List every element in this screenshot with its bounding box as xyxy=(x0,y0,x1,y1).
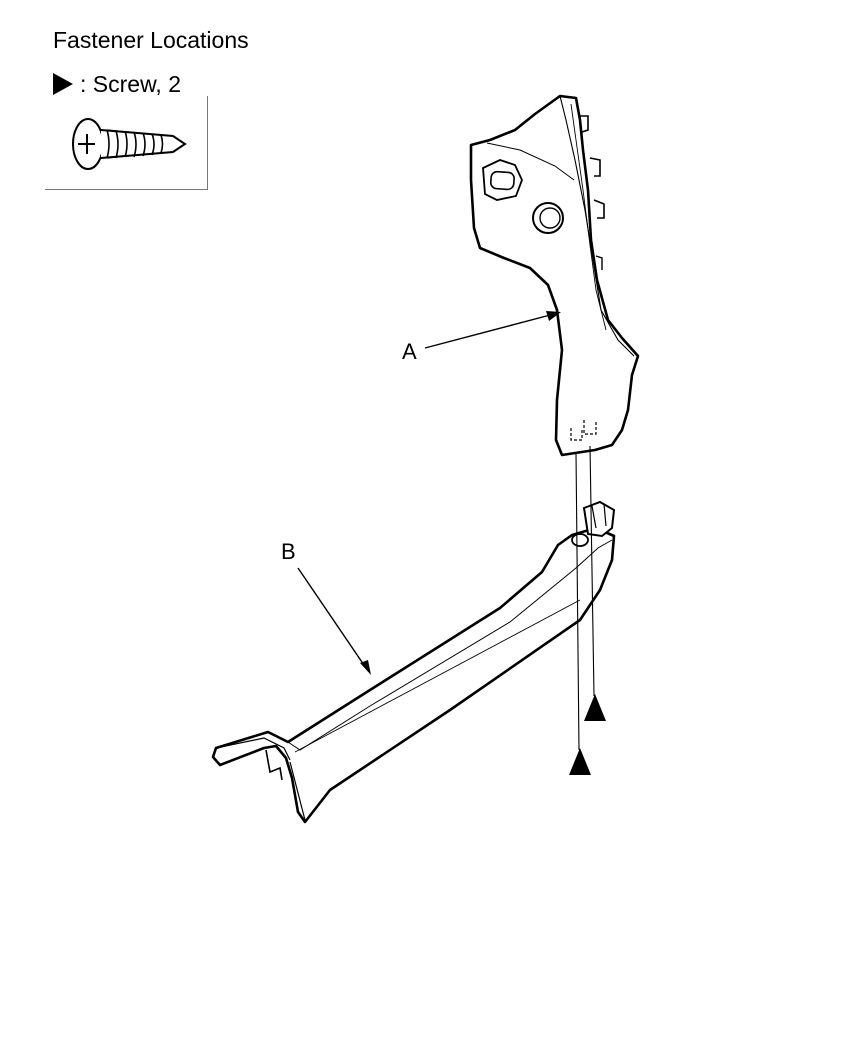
filled-triangle-icon xyxy=(53,73,73,95)
leader-line-b xyxy=(297,567,371,675)
legend-text: : Screw, 2 xyxy=(80,70,181,97)
callout-a: A xyxy=(402,339,417,364)
legend-box xyxy=(45,96,208,190)
screw-icon xyxy=(72,118,187,170)
page-title: Fastener Locations xyxy=(53,27,249,53)
upper-trim-panel xyxy=(469,94,640,457)
screw-marker-1 xyxy=(584,694,606,721)
screw-guide-lines xyxy=(575,445,595,751)
screw-marker-2 xyxy=(569,748,591,775)
callout-b: B xyxy=(281,539,296,564)
leader-line-a xyxy=(424,311,561,349)
legend-entry: : Screw, 2 xyxy=(52,70,181,98)
lower-trim-panel xyxy=(211,500,616,824)
